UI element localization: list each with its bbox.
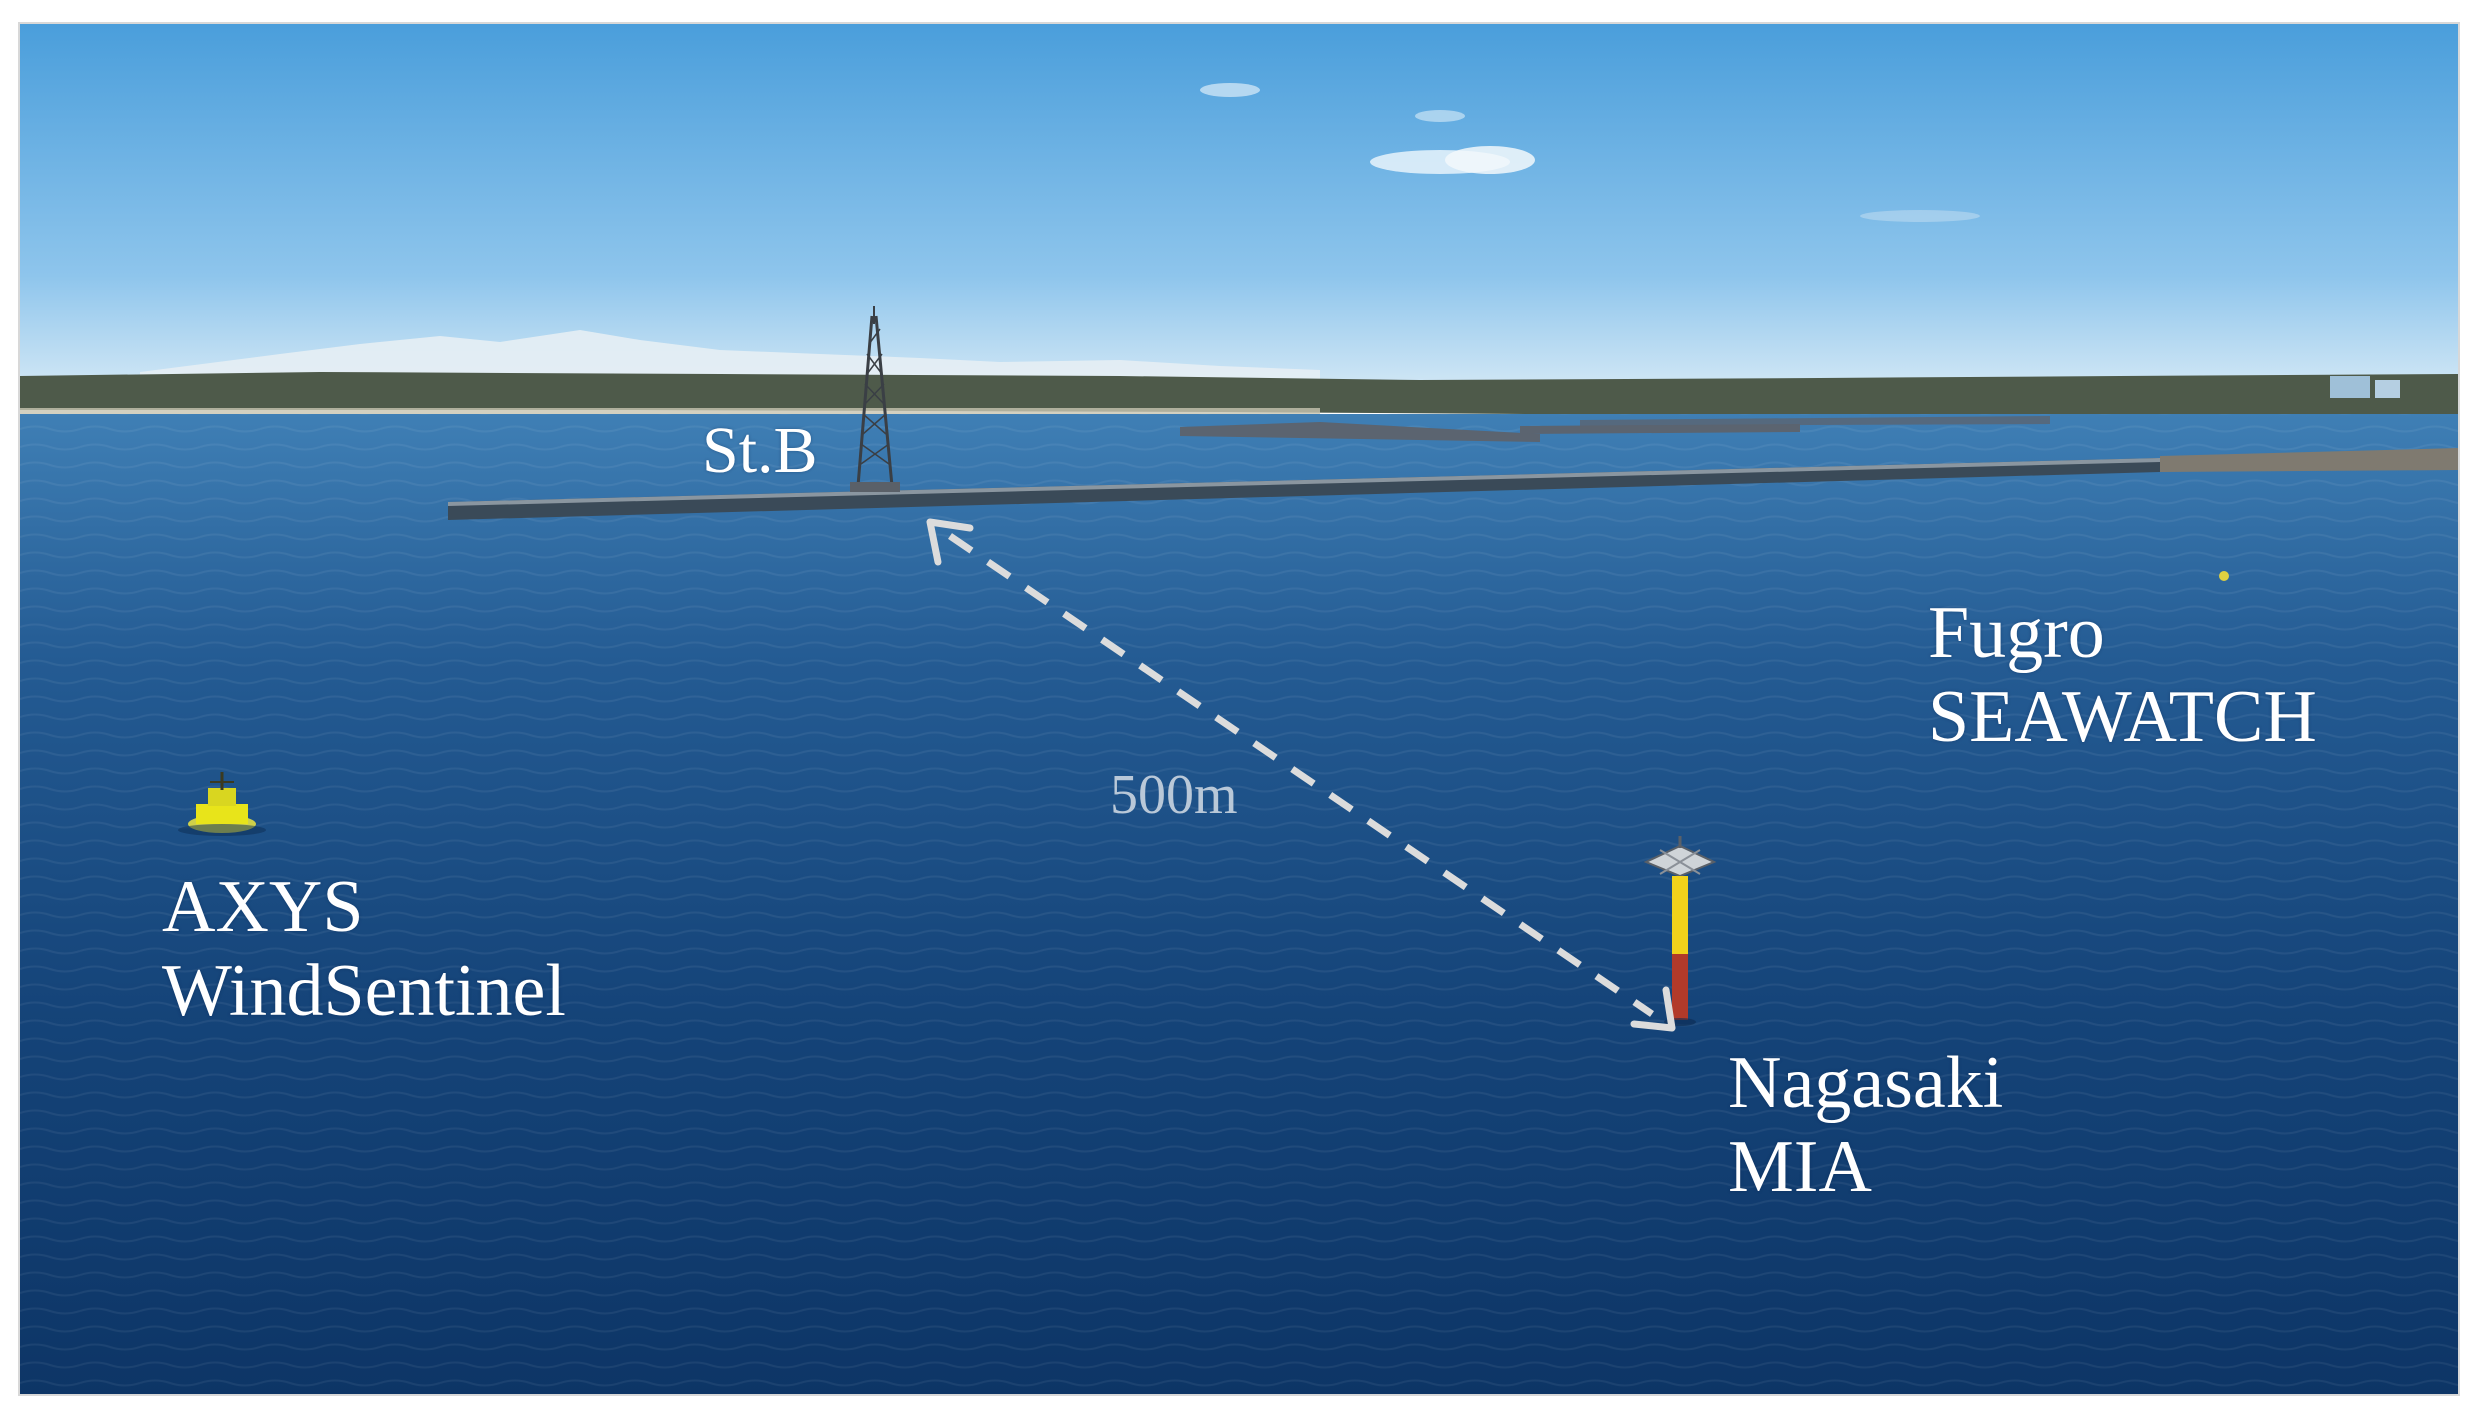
mountains (140, 330, 1320, 384)
pole-buoy-icon (1643, 836, 1717, 1026)
sky (20, 24, 2458, 384)
cloud (1200, 83, 1260, 97)
distance-label-text: 500m (1110, 764, 1238, 826)
rubble-mound (2160, 448, 2458, 472)
sea-scene (20, 24, 2458, 1394)
station-b-label-text: St.B (702, 414, 818, 487)
breakwater (448, 458, 2160, 520)
nagasaki-label-line-1: Nagasaki (1728, 1042, 2004, 1124)
buoy-icon (178, 772, 266, 836)
axys-label-line-2: WindSentinel (162, 949, 566, 1032)
distance-label: 500m (1110, 764, 1238, 827)
beach (20, 408, 1320, 416)
double-arrow-icon (926, 518, 1676, 1032)
station-b-label: St.B (702, 414, 818, 489)
cloud (1860, 210, 1980, 222)
axys-windsentinel-label: AXYS WindSentinel (162, 866, 566, 1033)
cloud (1445, 146, 1535, 174)
photo-frame: St.B Fugro SEAWATCH AXYS WindSentinel Na… (18, 22, 2460, 1396)
distant-buoy (2219, 571, 2229, 581)
fugro-label-line-2: SEAWATCH (1928, 675, 2317, 758)
nagasaki-label-line-2: MIA (1728, 1125, 1872, 1208)
cloud (1415, 110, 1465, 122)
nagasaki-mia-label: Nagasaki MIA (1728, 1042, 2003, 1209)
axys-label-line-1: AXYS (162, 866, 364, 948)
land (20, 372, 2458, 416)
fugro-seawatch-label: Fugro SEAWATCH (1928, 592, 2317, 759)
fugro-label-line-1: Fugro (1928, 592, 2105, 674)
lattice-tower-icon (850, 306, 900, 492)
